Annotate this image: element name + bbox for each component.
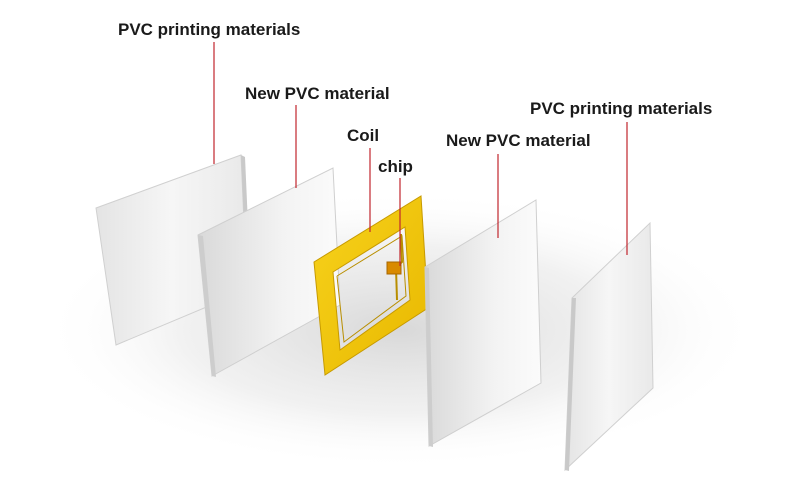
chip (386, 261, 402, 275)
label-new-pvc-left: New PVC material (245, 84, 390, 103)
label-pvc-printing-left: PVC printing materials (118, 20, 300, 39)
label-chip: chip (378, 157, 413, 176)
sheet-new-pvc-left (197, 167, 341, 377)
label-coil: Coil (347, 126, 379, 145)
label-new-pvc-right: New PVC material (446, 131, 591, 150)
label-pvc-printing-right: PVC printing materials (530, 99, 712, 118)
sheet-new-pvc-right (424, 199, 542, 447)
sheet-pvc-printing-right (564, 221, 654, 472)
leader-lines (213, 42, 628, 266)
